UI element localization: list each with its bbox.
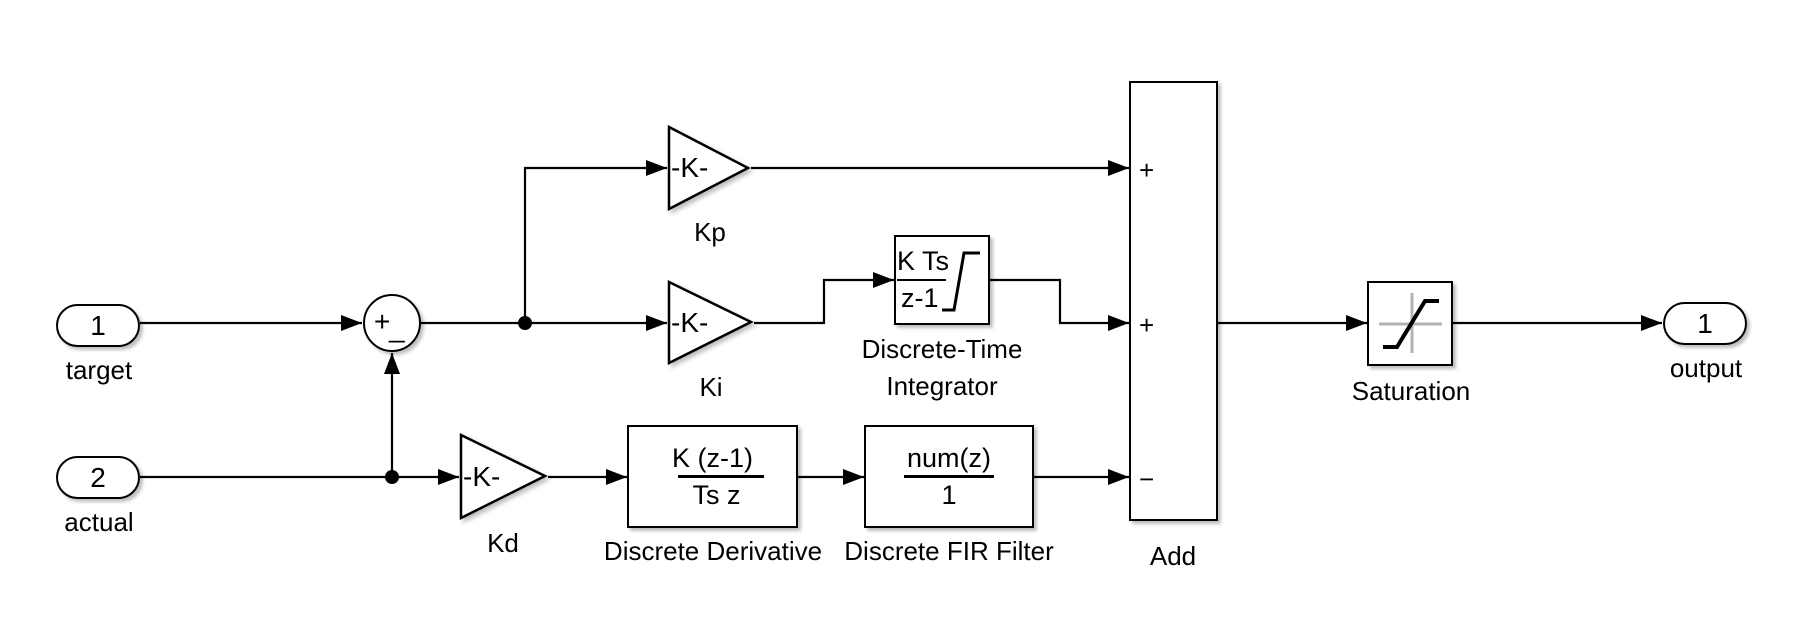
gain-triangle-icon — [459, 433, 548, 520]
saturation-label: Saturation — [1351, 376, 1471, 406]
integrator-numerator: K Ts — [897, 245, 950, 276]
derivative-label: Discrete Derivative — [603, 536, 823, 566]
fraction-bar — [897, 278, 946, 282]
sum-plus-sign: + — [374, 306, 391, 337]
inport-actual-number: 2 — [90, 461, 106, 493]
outport-output-number: 1 — [1697, 307, 1713, 339]
fraction-bar — [677, 475, 764, 478]
inport-actual-label: actual — [64, 507, 134, 537]
fir-label: Discrete FIR Filter — [844, 536, 1054, 566]
integrator-label-line2: Integrator — [886, 370, 998, 401]
gain-kd-label: Kd — [487, 528, 519, 558]
gain-triangle-icon — [667, 125, 751, 211]
gain-ki-label: Ki — [699, 372, 723, 402]
derivative-fraction: K (z-1) Ts z — [629, 427, 796, 526]
integrator-label: Discrete-Time Integrator — [862, 331, 1023, 405]
gain-kd[interactable]: -K- — [459, 433, 548, 520]
wire-ki-to-integrator[interactable] — [754, 272, 894, 325]
outport-output-label: output — [1669, 353, 1743, 383]
gain-ki-value: -K- — [671, 306, 709, 338]
discrete-time-integrator-block[interactable]: K Ts z-1 — [894, 235, 990, 325]
integrator-fraction: K Ts z-1 — [897, 237, 949, 323]
add-block[interactable]: + + − — [1129, 81, 1218, 521]
wire-integrator-to-add[interactable] — [990, 278, 1129, 331]
gain-kd-value: -K- — [463, 460, 501, 492]
fraction-bar — [904, 475, 994, 478]
integrator-ramp-icon — [942, 251, 980, 312]
inport-target-number: 1 — [90, 309, 106, 341]
fir-numerator: num(z) — [906, 442, 991, 473]
inport-target[interactable]: 1 — [56, 304, 140, 347]
saturation-block[interactable] — [1367, 281, 1453, 366]
gain-kp-label: Kp — [694, 217, 726, 247]
gain-kp[interactable]: -K- — [667, 125, 751, 211]
fir-denominator: 1 — [941, 479, 957, 510]
discrete-derivative-block[interactable]: K (z-1) Ts z — [627, 425, 798, 528]
fir-fraction: num(z) 1 — [866, 427, 1032, 526]
derivative-denominator: Ts z — [692, 479, 741, 510]
add-input-sign-3: − — [1139, 464, 1155, 494]
inport-target-label: target — [65, 355, 133, 385]
saturation-icon — [1379, 293, 1442, 353]
integrator-label-line1: Discrete-Time — [861, 334, 1023, 364]
integrator-denominator: z-1 — [901, 283, 939, 314]
gain-triangle-icon — [667, 280, 754, 365]
add-label: Add — [1149, 541, 1197, 571]
sum-minus-sign: _ — [389, 312, 405, 343]
add-input-sign-1: + — [1139, 155, 1155, 185]
branch-dot-actual[interactable] — [385, 470, 399, 484]
gain-kp-value: -K- — [671, 152, 709, 183]
outport-output[interactable]: 1 — [1663, 302, 1747, 345]
inport-actual[interactable]: 2 — [56, 456, 140, 499]
gain-ki[interactable]: -K- — [667, 280, 754, 365]
add-input-sign-2: + — [1139, 310, 1155, 340]
discrete-fir-filter-block[interactable]: num(z) 1 — [864, 425, 1034, 528]
derivative-numerator: K (z-1) — [672, 442, 753, 473]
wire-branch-to-kp[interactable] — [523, 160, 667, 323]
sum-junction[interactable]: + _ — [363, 294, 421, 352]
branch-dot-error[interactable] — [518, 316, 532, 330]
